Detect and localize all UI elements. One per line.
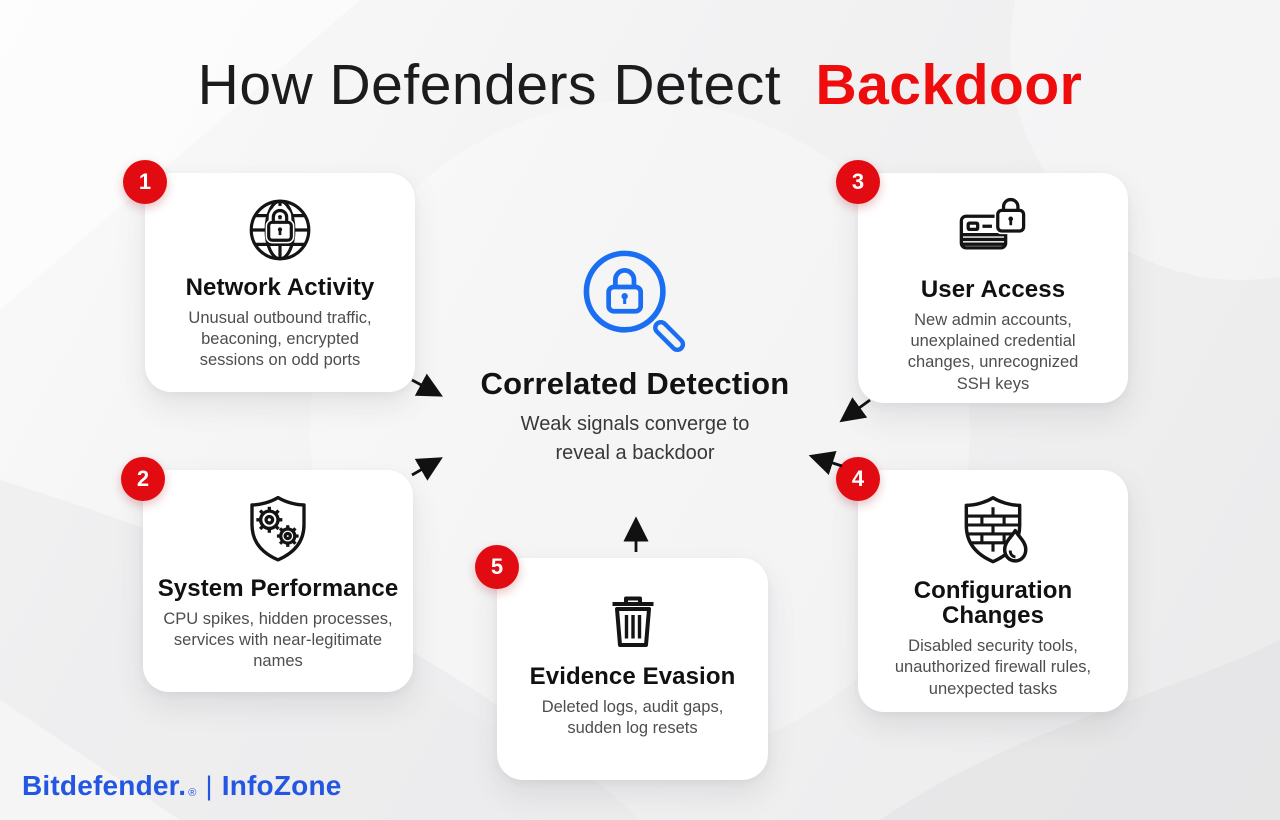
correlated-detection-hub: Correlated Detection Weak signals conver…	[420, 246, 850, 468]
trash-bin-icon	[612, 596, 653, 647]
infozone-label: InfoZone	[221, 770, 342, 801]
page-title-prefix: How Defenders Detect	[197, 53, 782, 117]
card-configuration-changes: 4 Configu	[836, 457, 1128, 712]
page-title-highlight: Backdoor	[815, 53, 1083, 117]
arrow-from-network-activity	[411, 373, 443, 397]
card-title: User Access	[920, 276, 1066, 303]
center-title: Correlated Detection	[480, 366, 790, 401]
card-title: System Performance	[157, 575, 399, 602]
step-badge-2: 2	[121, 457, 165, 501]
shield-gears-icon	[250, 495, 306, 562]
card-title: Configuration Changes	[913, 577, 1073, 630]
arrow-from-user-access	[839, 397, 871, 423]
brand-separator: |	[205, 771, 213, 801]
card-description: CPU spikes, hidden processes, services w…	[163, 610, 393, 671]
step-badge-3: 3	[836, 160, 880, 204]
card-description: New admin accounts, unexplained credenti…	[907, 311, 1079, 393]
card-system-performance: 2	[121, 457, 413, 692]
step-badge-4: 4	[836, 457, 880, 501]
globe-lock-icon	[249, 199, 311, 261]
brand-footer: Bitdefender. ® | InfoZone	[22, 770, 342, 802]
step-badge-5: 5	[475, 545, 519, 589]
page-title: How Defenders Detect Backdoor	[0, 52, 1280, 118]
bitdefender-logo: Bitdefender.	[22, 770, 187, 801]
shield-firewall-flame-icon	[964, 496, 1028, 564]
card-title: Evidence Evasion	[529, 663, 736, 690]
card-title: Network Activity	[185, 274, 375, 301]
card-description: Deleted logs, audit gaps, sudden log res…	[541, 698, 724, 738]
registered-mark: ®	[188, 787, 197, 799]
center-subtitle: Weak signals converge to reveal a backdo…	[520, 413, 750, 464]
card-evidence-evasion: 5 Evidence Evasion Deleted logs, audit g…	[475, 545, 768, 780]
arrow-from-system-performance	[411, 457, 443, 481]
id-card-lock-icon	[959, 194, 1027, 250]
magnifier-lock-icon	[583, 250, 686, 353]
card-description: Disabled security tools, unauthorized fi…	[894, 637, 1092, 698]
arrow-from-configuration-changes	[808, 451, 843, 475]
arrow-from-evidence-evasion	[623, 516, 649, 552]
card-user-access: 3 User Access New admin accounts, unexpl…	[836, 160, 1128, 403]
step-badge-1: 1	[123, 160, 167, 204]
card-description: Unusual outbound traffic, beaconing, enc…	[188, 309, 372, 370]
card-network-activity: 1 Network Activity Unusual outbound traf…	[123, 160, 415, 392]
